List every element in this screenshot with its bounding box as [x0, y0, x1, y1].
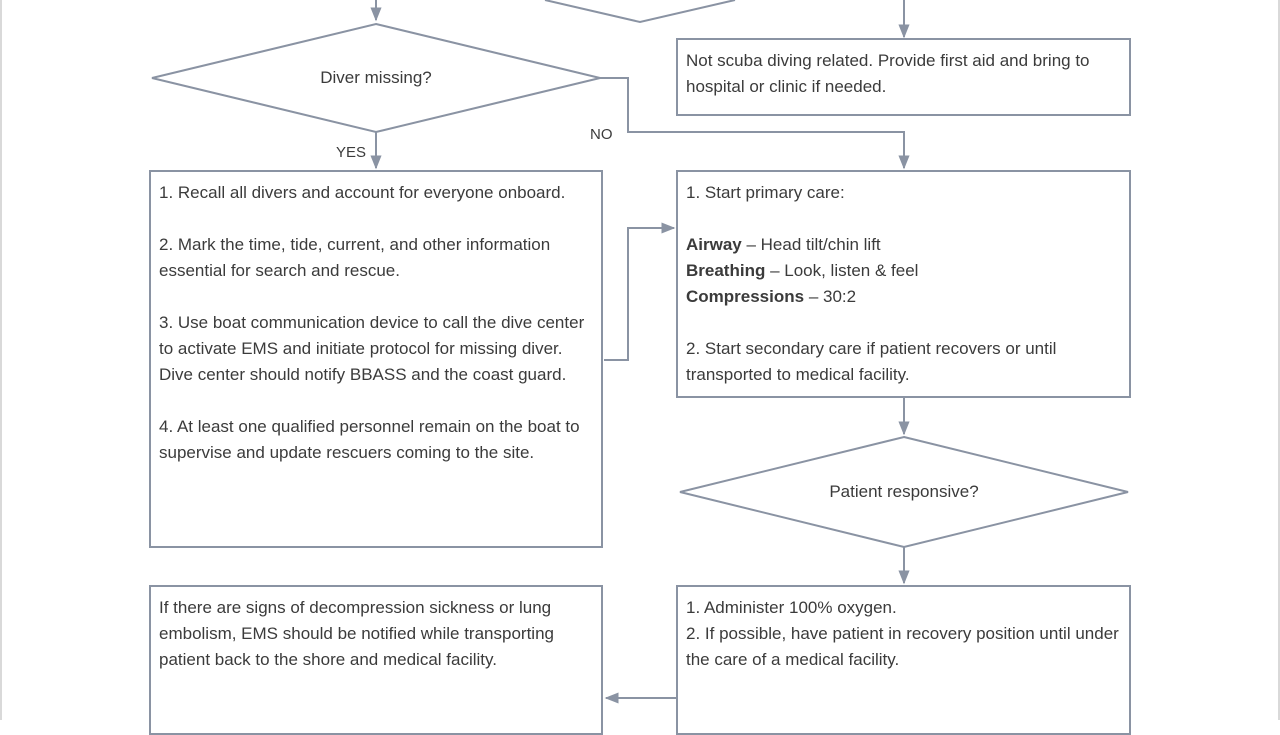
- breathing-key: Breathing: [686, 261, 766, 280]
- secondary-care-step: 2. Start secondary care if patient recov…: [686, 339, 1057, 384]
- recall-step-1: 1. Recall all divers and account for eve…: [159, 183, 566, 202]
- decompression-box: If there are signs of decompression sick…: [149, 585, 603, 735]
- left-page-edge: [0, 0, 2, 720]
- airway-line: Airway – Head tilt/chin lift: [686, 232, 1121, 258]
- compressions-line: Compressions – 30:2: [686, 284, 1121, 310]
- right-page-edge: [1278, 0, 1280, 720]
- oxygen-step-1: 1. Administer 100% oxygen.: [686, 598, 897, 617]
- primary-care-title: 1. Start primary care:: [686, 183, 845, 202]
- diver-missing-label: Diver missing?: [320, 68, 432, 87]
- oxygen-step-2: 2. If possible, have patient in recovery…: [686, 624, 1119, 669]
- primary-care-box: 1. Start primary care: Airway – Head til…: [676, 170, 1131, 398]
- top-decision-diamond-edge: [544, 0, 736, 24]
- breathing-value: – Look, listen & feel: [765, 261, 919, 280]
- breathing-line: Breathing – Look, listen & feel: [686, 258, 1121, 284]
- recall-step-3: 3. Use boat communication device to call…: [159, 313, 585, 384]
- airway-value: – Head tilt/chin lift: [741, 235, 881, 254]
- recall-step-2: 2. Mark the time, tide, current, and oth…: [159, 235, 551, 280]
- airway-key: Airway: [686, 235, 742, 254]
- flowchart-connectors: [151, 0, 1129, 704]
- patient-responsive-label: Patient responsive?: [829, 482, 979, 501]
- recall-divers-box: 1. Recall all divers and account for eve…: [149, 170, 603, 548]
- recall-to-primary-care-arrow: [604, 222, 676, 361]
- not-scuba-text: Not scuba diving related. Provide first …: [686, 51, 1090, 96]
- oxygen-box: 1. Administer 100% oxygen. 2. If possibl…: [676, 585, 1131, 735]
- not-scuba-box: Not scuba diving related. Provide first …: [676, 38, 1131, 116]
- compressions-value: – 30:2: [804, 287, 857, 306]
- no-arrow: [600, 77, 910, 170]
- recall-step-4: 4. At least one qualified personnel rema…: [159, 417, 580, 462]
- no-label: NO: [590, 126, 613, 143]
- compressions-key: Compressions: [686, 287, 805, 306]
- decompression-text: If there are signs of decompression sick…: [159, 598, 554, 669]
- yes-label: YES: [336, 144, 367, 161]
